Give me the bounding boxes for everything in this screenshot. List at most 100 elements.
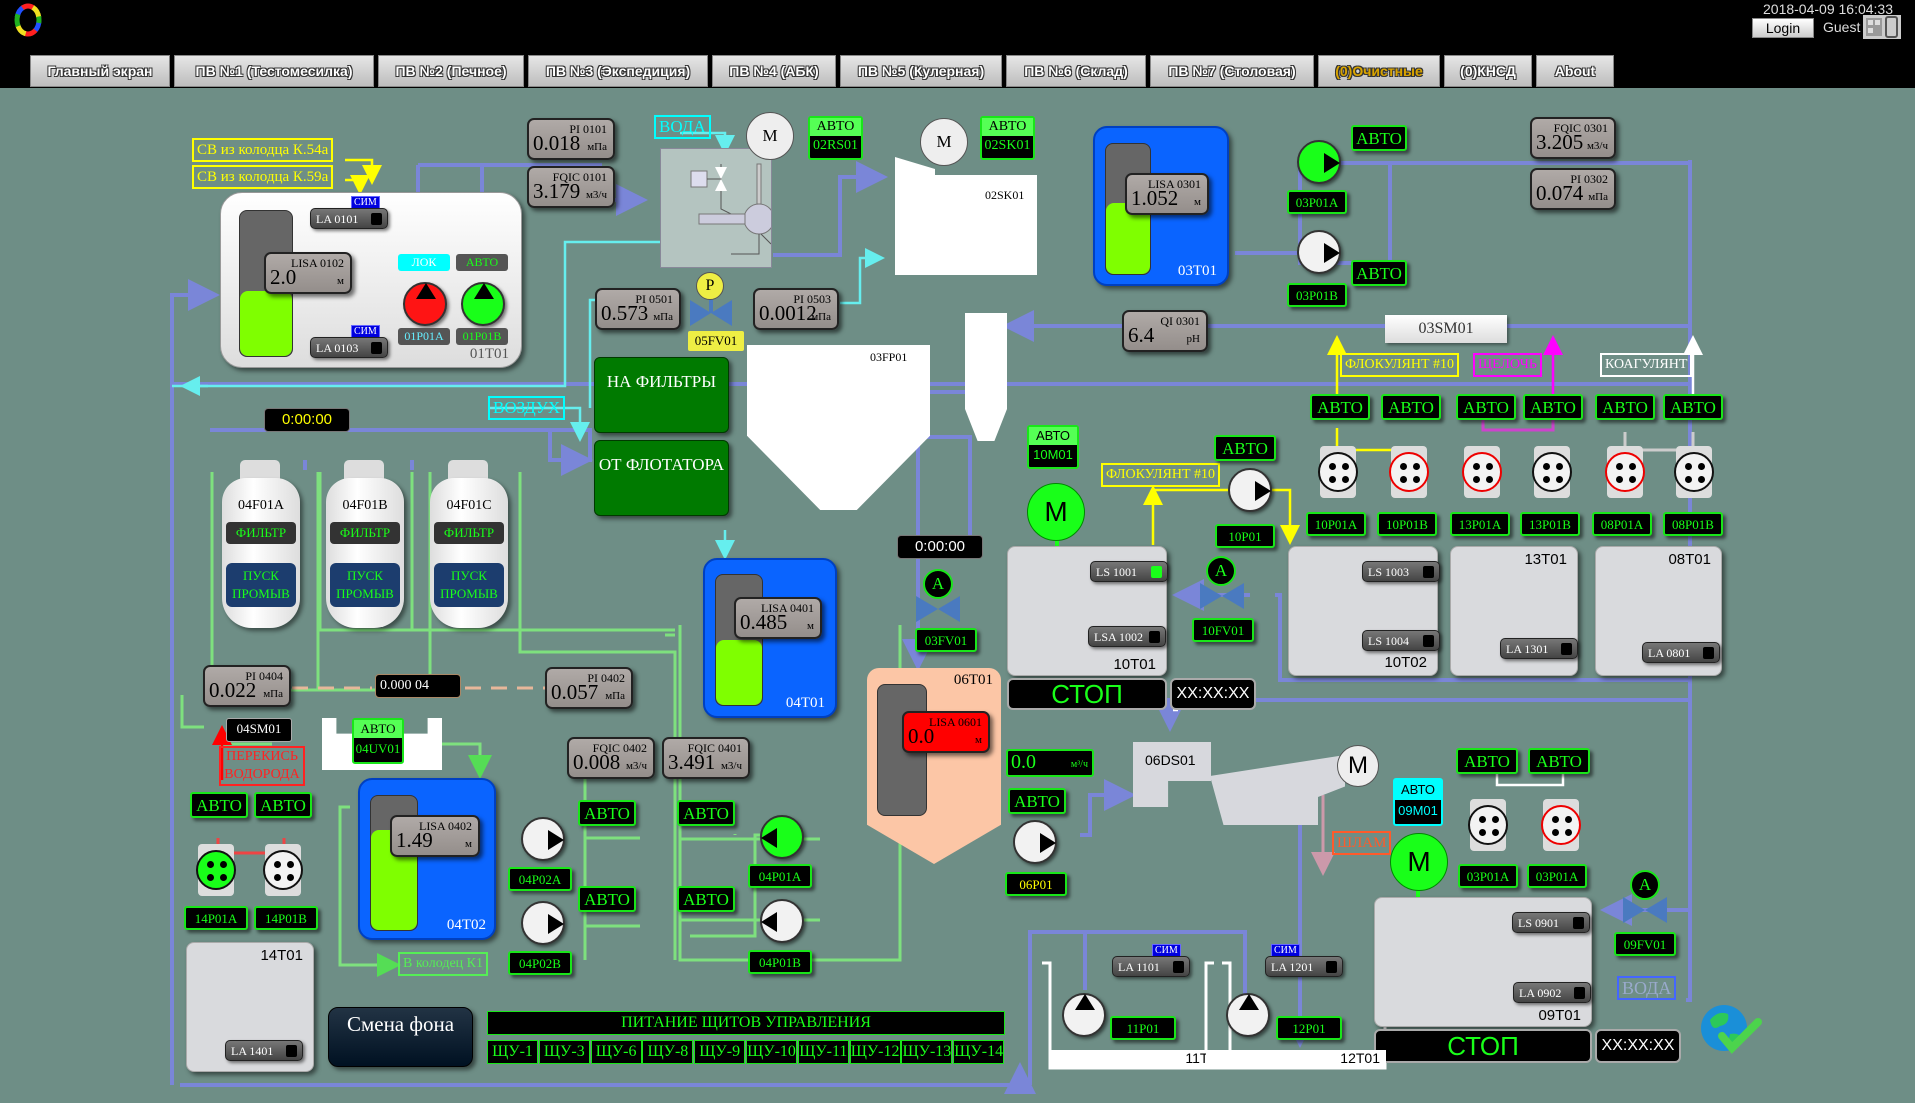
mode-auto-03P01A-2[interactable]: АВТО (1528, 748, 1590, 774)
power-panel-button[interactable]: ЩУ-11 (797, 1040, 849, 1064)
mode-auto-04P01A[interactable]: АВТО (677, 800, 735, 826)
pump-01P01A[interactable] (403, 282, 447, 326)
dosing-pump-03P01A-1[interactable] (1466, 793, 1510, 857)
level-switch-la1401[interactable]: LA 1401 (225, 1040, 303, 1061)
mode-auto-01P01B[interactable]: АВТО (456, 254, 508, 271)
mode-auto-08P01B[interactable]: АВТО (1663, 394, 1723, 420)
pump-12P01[interactable] (1226, 993, 1270, 1037)
stop-button-09T01[interactable]: СТОП (1374, 1029, 1592, 1063)
mode-auto-04P02A[interactable]: АВТО (578, 800, 636, 826)
valve-09FV01[interactable] (1623, 897, 1667, 923)
mode-auto-04P02B[interactable]: АВТО (578, 886, 636, 912)
pump-04P02B[interactable] (521, 901, 565, 945)
pump-10P01[interactable] (1228, 468, 1272, 512)
tab-pv2[interactable]: ПВ №2 (Печное) (378, 55, 524, 87)
tab-pv1[interactable]: ПВ №1 (Тестомесилка) (174, 55, 374, 87)
power-panel-button[interactable]: ЩУ-10 (746, 1040, 797, 1064)
pump-04P01B[interactable] (760, 899, 804, 943)
filter-mode-button[interactable]: ФИЛЬТР (226, 522, 296, 544)
power-panel-button[interactable]: ЩУ-14 (953, 1040, 1005, 1064)
mode-auto-14P01A[interactable]: АВТО (190, 792, 248, 818)
level-switch-la0103[interactable]: LA 0103 (310, 337, 388, 358)
pump-04P02A[interactable] (521, 817, 565, 861)
level-switch-la1101[interactable]: LA 1101 (1112, 956, 1190, 977)
uv-control-04UV01[interactable]: АВТО 04UV01 (352, 718, 404, 764)
mixer-motor-09M01[interactable]: M (1390, 833, 1448, 891)
motor-02SK01[interactable]: M (920, 118, 968, 166)
motor-06DS01[interactable]: M (1337, 745, 1379, 787)
mode-auto-13P01B[interactable]: АВТО (1523, 394, 1583, 420)
mode-auto-08P01A[interactable]: АВТО (1595, 394, 1655, 420)
level-switch-ls1003[interactable]: LS 1003 (1362, 561, 1440, 582)
power-panel-button[interactable]: ЩУ-12 (849, 1040, 901, 1064)
level-switch-ls1001[interactable]: LS 1001 (1090, 561, 1168, 582)
motor-control-09M01[interactable]: АВТО 09M01 (1393, 778, 1443, 826)
change-background-button[interactable]: Смена фона (328, 1007, 473, 1067)
mode-auto-03P01A[interactable]: АВТО (1351, 125, 1407, 151)
power-panel-button[interactable]: ЩУ-9 (694, 1040, 746, 1064)
valve-05FV01[interactable] (690, 300, 732, 326)
from-flotator-button[interactable]: ОТ ФЛОТАТОРА (594, 440, 729, 516)
mode-auto-06P01[interactable]: АВТО (1008, 788, 1066, 814)
valve-03FV01[interactable] (916, 596, 960, 622)
mode-auto-10P01A[interactable]: АВТО (1310, 394, 1370, 420)
pump-03P01A[interactable] (1297, 140, 1341, 184)
mode-auto-03P01A-1[interactable]: АВТО (1456, 748, 1518, 774)
stop-button-10T01[interactable]: СТОП (1007, 678, 1167, 710)
pump-03P01B[interactable] (1297, 230, 1341, 274)
mixer-motor-10M01[interactable]: M (1027, 483, 1085, 541)
power-panel-button[interactable]: ЩУ-3 (538, 1040, 590, 1064)
level-switch-la1301[interactable]: LA 1301 (1500, 638, 1578, 659)
level-switch-lsa1002[interactable]: LSA 1002 (1088, 626, 1166, 647)
dosing-pump-08P01B[interactable] (1672, 440, 1716, 504)
level-switch-ls1004[interactable]: LS 1004 (1362, 630, 1440, 651)
pump-06P01[interactable] (1013, 820, 1057, 864)
to-filters-button[interactable]: НА ФИЛЬТРЫ (594, 357, 729, 433)
dosing-pump-08P01A[interactable] (1603, 440, 1647, 504)
mode-auto-10P01[interactable]: АВТО (1214, 435, 1276, 461)
level-switch-ls0901[interactable]: LS 0901 (1512, 912, 1590, 933)
login-button[interactable]: Login (1752, 18, 1814, 38)
tab-main[interactable]: Главный экран (30, 55, 170, 87)
tab-about[interactable]: About (1536, 55, 1614, 87)
tab-knsd[interactable]: (0)КНСД (1444, 55, 1532, 87)
start-wash-button[interactable]: ПУСК ПРОМЫВ (226, 563, 296, 607)
dosing-pump-14P01B[interactable] (261, 838, 305, 902)
filter-mode-button[interactable]: ФИЛЬТР (330, 522, 400, 544)
power-panel-button[interactable]: ЩУ-1 (487, 1040, 538, 1064)
tab-pv6[interactable]: ПВ №6 (Склад) (1006, 55, 1146, 87)
valve-10FV01[interactable] (1200, 583, 1244, 609)
motor-control-02SK01[interactable]: АВТО 02SK01 (980, 116, 1035, 160)
tab-pv3[interactable]: ПВ №3 (Экспедиция) (528, 55, 708, 87)
dosing-pump-14P01A[interactable] (194, 838, 238, 902)
qr-mobile-icon[interactable] (1863, 15, 1901, 39)
level-switch-la0902[interactable]: LA 0902 (1513, 982, 1591, 1003)
dosing-pump-13P01A[interactable] (1460, 440, 1504, 504)
pump-11P01[interactable] (1062, 993, 1106, 1037)
dosing-pump-10P01B[interactable] (1387, 440, 1431, 504)
tab-ochistnye[interactable]: (0)Очистные (1318, 55, 1440, 87)
power-panel-button[interactable]: ЩУ-8 (642, 1040, 694, 1064)
tab-pv5[interactable]: ПВ №5 (Кулерная) (840, 55, 1002, 87)
dosing-pump-13P01B[interactable] (1530, 440, 1574, 504)
power-panel-button[interactable]: ЩУ-6 (590, 1040, 642, 1064)
level-switch-la1201[interactable]: LA 1201 (1265, 956, 1343, 977)
pump-01P01B[interactable] (461, 282, 505, 326)
start-wash-button[interactable]: ПУСК ПРОМЫВ (330, 563, 400, 607)
mode-auto-04P01B[interactable]: АВТО (677, 886, 735, 912)
pump-04P01A[interactable] (760, 815, 804, 859)
dosing-pump-10P01A[interactable] (1316, 440, 1360, 504)
